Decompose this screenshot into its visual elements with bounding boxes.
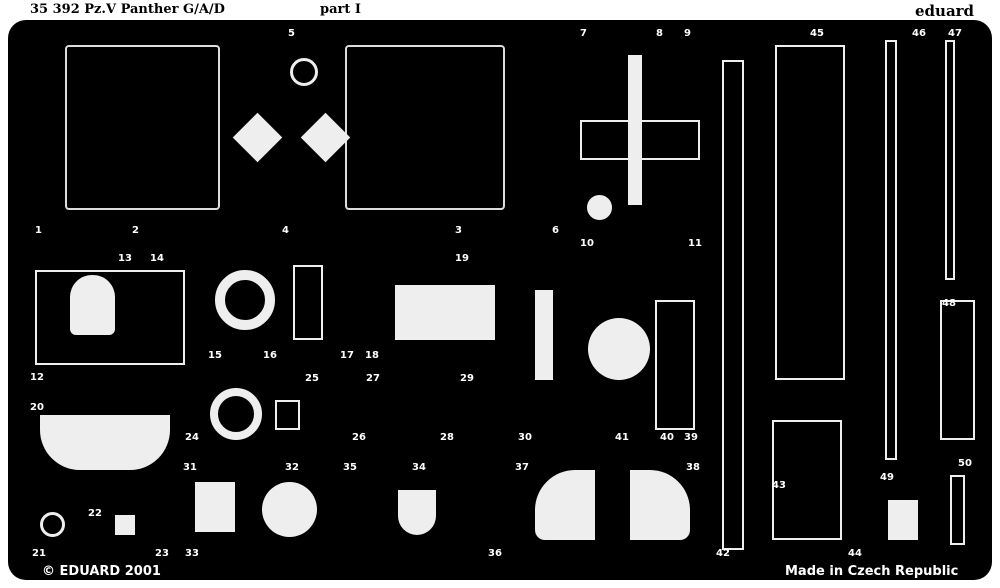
part-number: 12 xyxy=(30,372,44,383)
part-2 xyxy=(65,45,220,210)
part-3 xyxy=(345,45,505,210)
part-49 xyxy=(888,500,918,540)
part-number: 50 xyxy=(958,458,972,469)
part-21 xyxy=(40,512,65,537)
part-number: 6 xyxy=(552,225,559,236)
part-number: 42 xyxy=(716,548,730,559)
part-43 xyxy=(772,420,842,540)
part-number: 11 xyxy=(688,238,702,249)
part-number: 13 xyxy=(118,253,132,264)
copyright-text: © EDUARD 2001 xyxy=(42,564,161,579)
part-number: 37 xyxy=(515,462,529,473)
part-42 xyxy=(722,60,744,550)
fret-part: part I xyxy=(320,2,361,17)
part-number: 20 xyxy=(30,402,44,413)
part-32 xyxy=(262,482,317,537)
part-number: 35 xyxy=(343,462,357,473)
part-10 xyxy=(587,195,612,220)
part-number: 46 xyxy=(912,28,926,39)
part-number: 21 xyxy=(32,548,46,559)
part-number: 29 xyxy=(460,373,474,384)
part-46 xyxy=(885,40,897,460)
part-number: 9 xyxy=(684,28,691,39)
part-number: 7 xyxy=(580,28,587,39)
part-19 xyxy=(395,285,495,340)
part-number: 34 xyxy=(412,462,426,473)
part-number: 25 xyxy=(305,373,319,384)
part-number: 36 xyxy=(488,548,502,559)
part-16 xyxy=(293,265,323,340)
part-41 xyxy=(588,318,650,380)
part-number: 33 xyxy=(185,548,199,559)
part-47 xyxy=(945,40,955,280)
part-number: 26 xyxy=(352,432,366,443)
part-7-9 xyxy=(580,120,700,160)
part-31 xyxy=(195,482,235,532)
part-number: 44 xyxy=(848,548,862,559)
part-number: 19 xyxy=(455,253,469,264)
part-number: 31 xyxy=(183,462,197,473)
part-number: 16 xyxy=(263,350,277,361)
part-number: 10 xyxy=(580,238,594,249)
part-number: 15 xyxy=(208,350,222,361)
part-number: 22 xyxy=(88,508,102,519)
part-number: 30 xyxy=(518,432,532,443)
part-13 xyxy=(70,275,115,335)
part-25 xyxy=(275,400,300,430)
fret-title: 35 392 Pz.V Panther G/A/D xyxy=(30,2,225,17)
part-number: 2 xyxy=(132,225,139,236)
part-number: 8 xyxy=(656,28,663,39)
part-39-40 xyxy=(655,300,695,430)
part-23 xyxy=(115,515,135,535)
part-number: 41 xyxy=(615,432,629,443)
brand-logo: eduard xyxy=(915,2,975,20)
part-number: 17 xyxy=(340,350,354,361)
origin-text: Made in Czech Republic xyxy=(785,564,959,579)
part-45 xyxy=(775,45,845,380)
part-12 xyxy=(35,270,185,365)
part-48 xyxy=(940,300,975,440)
part-number: 47 xyxy=(948,28,962,39)
part-number: 45 xyxy=(810,28,824,39)
part-number: 4 xyxy=(282,225,289,236)
part-number: 3 xyxy=(455,225,462,236)
part-30 xyxy=(535,290,553,380)
fret-plate xyxy=(8,20,992,580)
part-number: 23 xyxy=(155,548,169,559)
part-number: 24 xyxy=(185,432,199,443)
part-34 xyxy=(398,490,436,535)
part-50 xyxy=(950,475,965,545)
part-number: 32 xyxy=(285,462,299,473)
part-37 xyxy=(535,470,595,540)
part-number: 28 xyxy=(440,432,454,443)
part-number: 5 xyxy=(288,28,295,39)
part-number: 38 xyxy=(686,462,700,473)
part-number: 27 xyxy=(366,373,380,384)
part-number: 40 xyxy=(660,432,674,443)
part-number: 18 xyxy=(365,350,379,361)
part-24 xyxy=(210,388,262,440)
part-number: 1 xyxy=(35,225,42,236)
part-number: 49 xyxy=(880,472,894,483)
part-number: 48 xyxy=(942,298,956,309)
part-number: 43 xyxy=(772,480,786,491)
part-20 xyxy=(40,415,170,470)
part-number: 14 xyxy=(150,253,164,264)
part-8 xyxy=(628,55,642,205)
part-5 xyxy=(290,58,318,86)
part-15 xyxy=(215,270,275,330)
part-number: 39 xyxy=(684,432,698,443)
